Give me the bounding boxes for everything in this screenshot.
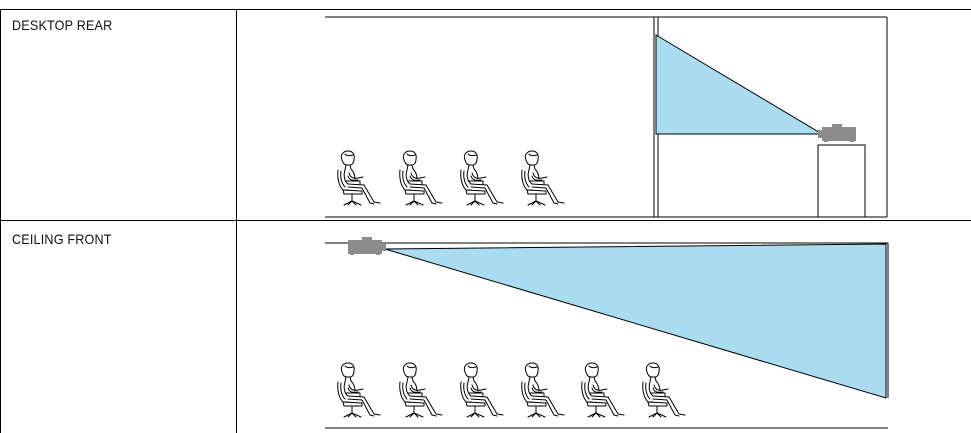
- desktop-rear-illustration: [325, 17, 887, 217]
- ceiling-front-illustration: [325, 237, 888, 428]
